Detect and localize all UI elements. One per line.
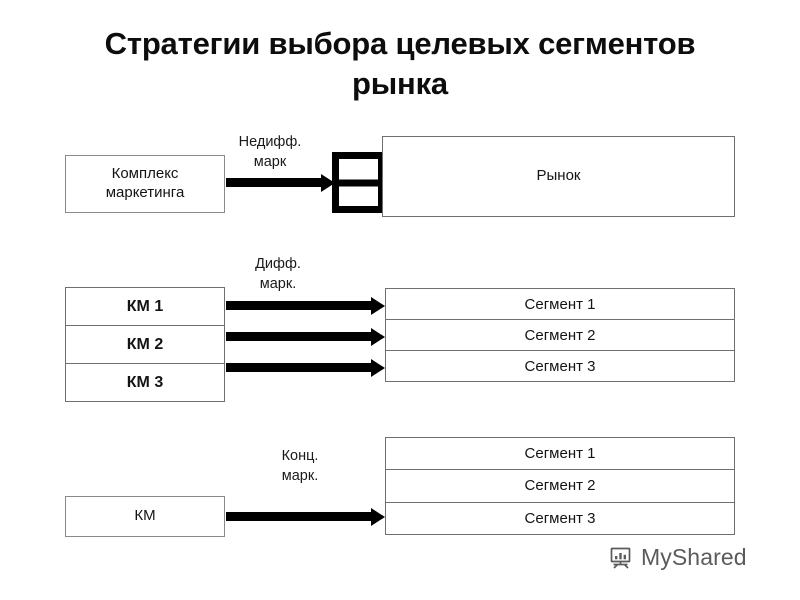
list-item[interactable]: Сегмент 1 xyxy=(386,289,734,320)
list-item[interactable]: Сегмент 3 xyxy=(386,351,734,381)
differentiated-arrow-1 xyxy=(226,301,372,310)
list-item[interactable]: Сегмент 1 xyxy=(386,438,734,471)
segments-stack-differentiated[interactable]: Сегмент 1 Сегмент 2 Сегмент 3 xyxy=(385,288,735,382)
undifferentiated-arrow xyxy=(226,178,322,187)
watermark-label: MyShared xyxy=(641,544,747,570)
market-bracket-divider xyxy=(339,179,378,186)
list-item[interactable]: КМ 3 xyxy=(66,364,224,401)
concentrated-flow-label: Конц. марк. xyxy=(281,448,319,484)
list-item[interactable]: Сегмент 3 xyxy=(386,502,734,534)
differentiated-arrow-2 xyxy=(226,332,372,341)
undifferentiated-flow-label: Недифф. марк xyxy=(238,134,302,170)
presentation-chart-icon xyxy=(608,545,634,571)
marketing-mix-box[interactable]: Комплекс маркетинга xyxy=(65,155,225,213)
market-box[interactable]: Рынок xyxy=(382,136,735,217)
marketing-mix-stack[interactable]: КМ 1 КМ 2 КМ 3 xyxy=(65,287,225,402)
market-bracket xyxy=(332,152,385,213)
concentrated-arrow xyxy=(226,512,372,521)
list-item[interactable]: КМ 1 xyxy=(66,288,224,326)
page-title: Стратегии выбора целевых сегментов рынка xyxy=(104,26,696,102)
marketing-mix-single-box[interactable]: КМ xyxy=(65,496,225,537)
list-item[interactable]: Сегмент 2 xyxy=(386,320,734,351)
list-item[interactable]: Сегмент 2 xyxy=(386,470,734,503)
segments-stack-concentrated[interactable]: Сегмент 1 Сегмент 2 Сегмент 3 xyxy=(385,437,735,535)
differentiated-arrow-3 xyxy=(226,363,372,372)
watermark: MyShared xyxy=(608,544,747,571)
list-item[interactable]: КМ 2 xyxy=(66,326,224,364)
differentiated-flow-label: Дифф. марк. xyxy=(255,256,301,292)
